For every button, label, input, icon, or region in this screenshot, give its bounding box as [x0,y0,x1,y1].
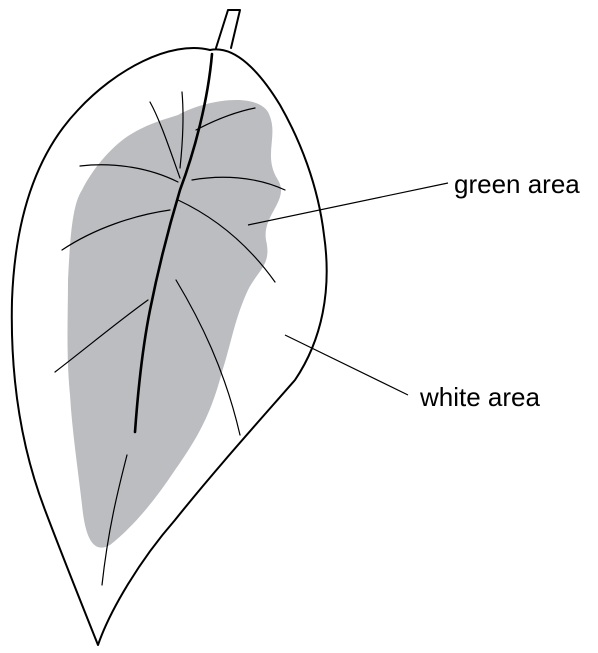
green-area-label: green area [454,169,580,199]
green-area-region [68,100,282,548]
leaf-stalk [216,10,240,48]
white-area-label: white area [419,382,540,412]
